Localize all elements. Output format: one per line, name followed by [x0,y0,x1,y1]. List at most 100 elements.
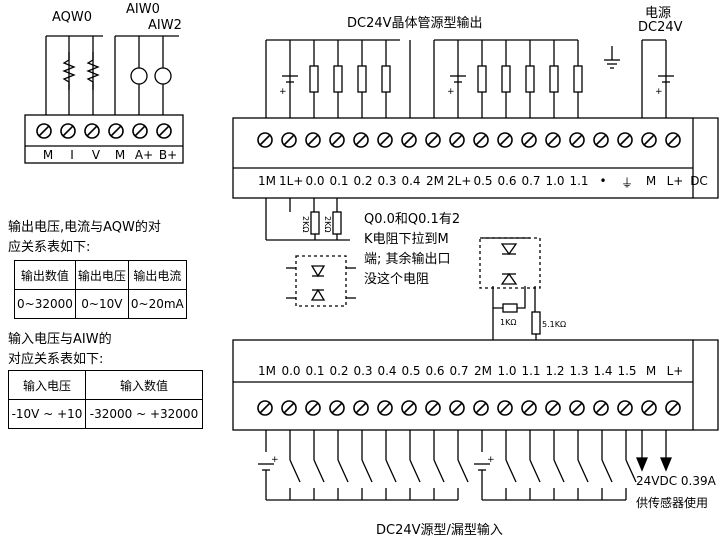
terminal-label: 0.0 [305,174,325,188]
table-cell: 0~20mA [127,289,187,319]
terminal-label: 1M [258,174,276,188]
screw-terminal-icon [519,130,539,150]
terminal-label: 2M [426,174,444,188]
resistor-label: 2KΩ [323,216,332,233]
screw-terminal-icon [447,398,467,418]
screw-terminal-icon [543,130,563,150]
output-screw-row [255,130,683,150]
table-header: 输出电压 [74,260,129,290]
aqw0-label: AQW0 [52,10,93,25]
screw-terminal-icon [567,130,587,150]
terminal-label: 2L+ [447,174,472,188]
terminal-label: 0.5 [473,174,493,188]
power-label-2: DC24V [638,20,683,35]
terminal-label: ⏚ [620,176,633,190]
screw-terminal-icon [303,130,323,150]
sensor-supply-label: 供传感器使用 [636,496,709,510]
analog-module-terminal-block [24,114,184,164]
terminal-label: L+ [666,174,684,188]
table-header: 输入电压 [8,370,86,400]
table-header: 输入数值 [85,370,203,400]
screw-terminal-icon [106,121,126,141]
screw-terminal-icon [58,121,78,141]
screw-terminal-icon [423,130,443,150]
terminal-label: 1M [258,364,276,378]
screw-terminal-icon [495,130,515,150]
terminal-label: 1.0 [545,174,565,188]
aiw0-label: AIW0 [126,2,160,17]
screw-terminal-icon [471,130,491,150]
output-terminal-block [232,117,694,199]
analog-terminal-labels: M I V M A+ B+ [36,148,180,162]
screw-terminal-icon [130,121,150,141]
screw-terminal-icon [399,130,419,150]
screw-terminal-icon [303,398,323,418]
screw-terminal-icon [567,398,587,418]
screw-terminal-icon [423,398,443,418]
screw-terminal-icon [375,130,395,150]
aiw2-label: AIW2 [148,18,182,33]
terminal-label: 1.3 [569,364,589,378]
analog-screw-row [34,121,174,141]
table-cell: -10V ~ +10 [8,399,86,429]
screw-terminal-icon [543,398,563,418]
resistor-label: 1KΩ [500,318,517,327]
terminal-label: 0.0 [281,364,301,378]
output-loads-group-1 [309,65,391,93]
input-screw-row [255,398,683,418]
sensor-supply-label: 24VDC 0.39A [636,474,716,488]
input-switches-group-1 [289,430,469,500]
terminal-label: A+ [134,148,154,162]
terminal-label: 0.4 [401,174,421,188]
terminal-label: 0.6 [425,364,445,378]
screw-terminal-icon [639,130,659,150]
terminal-label: B+ [158,148,178,162]
table-header: 输出数值 [14,260,76,290]
screw-terminal-icon [34,121,54,141]
screw-terminal-icon [351,398,371,418]
terminal-label: 1.4 [593,364,613,378]
screw-terminal-icon [279,398,299,418]
terminal-label: 0.3 [377,174,397,188]
terminal-label: 1.0 [497,364,517,378]
screw-terminal-icon [519,398,539,418]
output-mapping-table: 输出数值 输出电压 输出电流 0~32000 0~10V 0~20mA [14,260,187,319]
terminal-label: • [599,174,607,188]
terminal-label: M [645,364,657,378]
screw-terminal-icon [447,130,467,150]
terminal-label: 0.2 [329,364,349,378]
output-title: DC24V晶体管源型输出 [347,16,483,31]
terminal-label: 0.7 [449,364,469,378]
table-cell: 0~10V [74,289,129,319]
screw-terminal-icon [591,398,611,418]
power-label-1: 电源 [645,6,672,21]
svg-text:+: + [655,87,663,97]
screw-terminal-icon [279,130,299,150]
screw-terminal-icon [663,130,683,150]
resistor-note: Q0.0和Q0.1有2 K电阻下拉到M 端; 其余输出口 没这个电阻 [364,212,461,287]
screw-terminal-icon [495,398,515,418]
svg-text:+: + [487,455,495,465]
resistor-label: 2KΩ [301,216,310,233]
svg-text:+: + [271,455,279,465]
terminal-label: 0.3 [353,364,373,378]
terminal-label: I [70,148,74,162]
input-switches-group-2 [505,430,637,500]
screw-terminal-icon [154,121,174,141]
screw-terminal-icon [591,130,611,150]
screw-terminal-icon [615,130,635,150]
terminal-label: M [645,174,657,188]
screw-terminal-icon [639,398,659,418]
terminal-label: 0.1 [305,364,325,378]
resistor-label: 5.1KΩ [542,320,567,329]
terminal-label: 2M [474,364,492,378]
input-table-caption: 输入电压与AIW的 对应关系表如下: [8,332,112,367]
terminal-label: 1L+ [279,174,304,188]
screw-terminal-icon [663,398,683,418]
input-mapping-table: 输入电压 输入数值 -10V ~ +10 -32000 ~ +32000 [8,370,203,429]
terminal-label: V [91,148,101,162]
svg-text:+: + [447,87,455,97]
